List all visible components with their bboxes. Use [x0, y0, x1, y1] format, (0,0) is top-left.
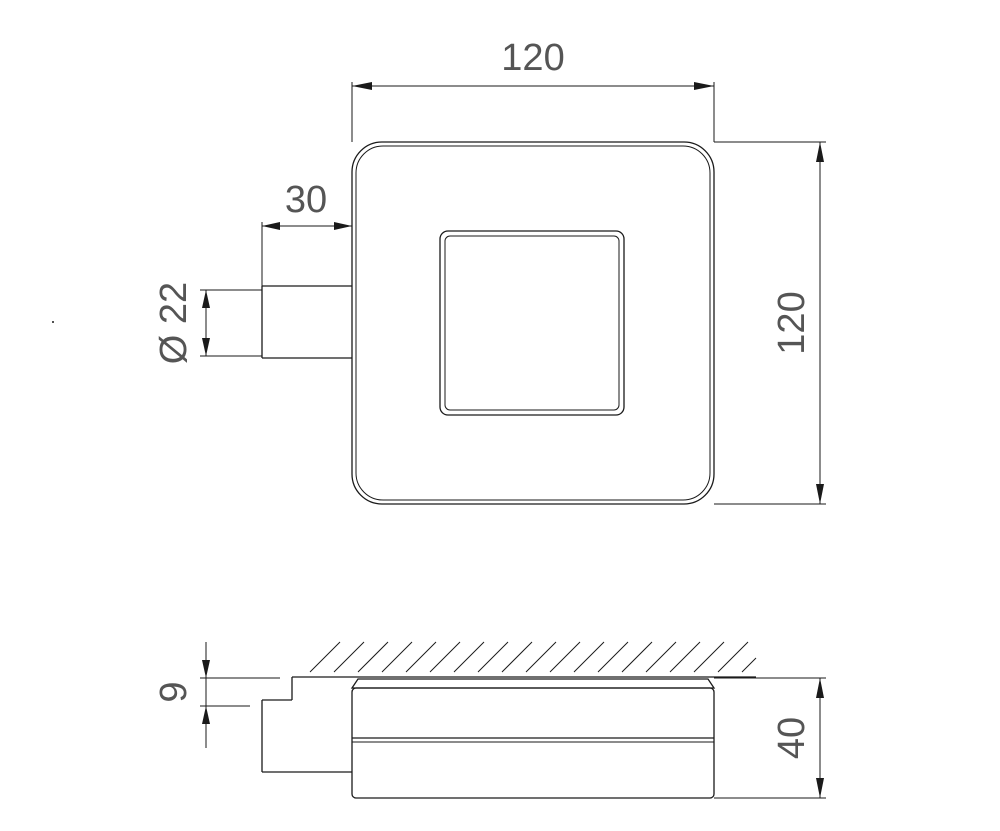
dimension-step: 9	[153, 642, 280, 748]
side-body	[350, 678, 716, 799]
pipe-length-label: 30	[285, 179, 327, 221]
dimension-pipe-length: 30	[261, 179, 353, 286]
dimension-width: 120	[351, 37, 715, 142]
dimension-height: 120	[714, 141, 826, 505]
center-window-outer	[439, 230, 625, 416]
wall-hatching	[309, 641, 757, 673]
height-label: 120	[771, 291, 813, 354]
width-label: 120	[501, 37, 564, 79]
pipe-diameter-label: Ø 22	[153, 282, 195, 364]
plate-outline-outer	[351, 141, 715, 505]
side-pipe-profile	[261, 677, 352, 773]
plate-outline-inner	[355, 145, 711, 501]
side-view: 9 40	[153, 641, 826, 799]
side-height-label: 40	[771, 717, 813, 759]
dimension-side-height: 40	[714, 677, 826, 799]
center-window-inner	[444, 235, 620, 411]
stray-dot	[52, 321, 54, 323]
pipe-outlet	[261, 285, 352, 359]
step-label: 9	[153, 681, 195, 702]
top-view: 120 120 30 Ø 22	[52, 37, 826, 505]
dimension-pipe-diameter: Ø 22	[153, 282, 262, 364]
